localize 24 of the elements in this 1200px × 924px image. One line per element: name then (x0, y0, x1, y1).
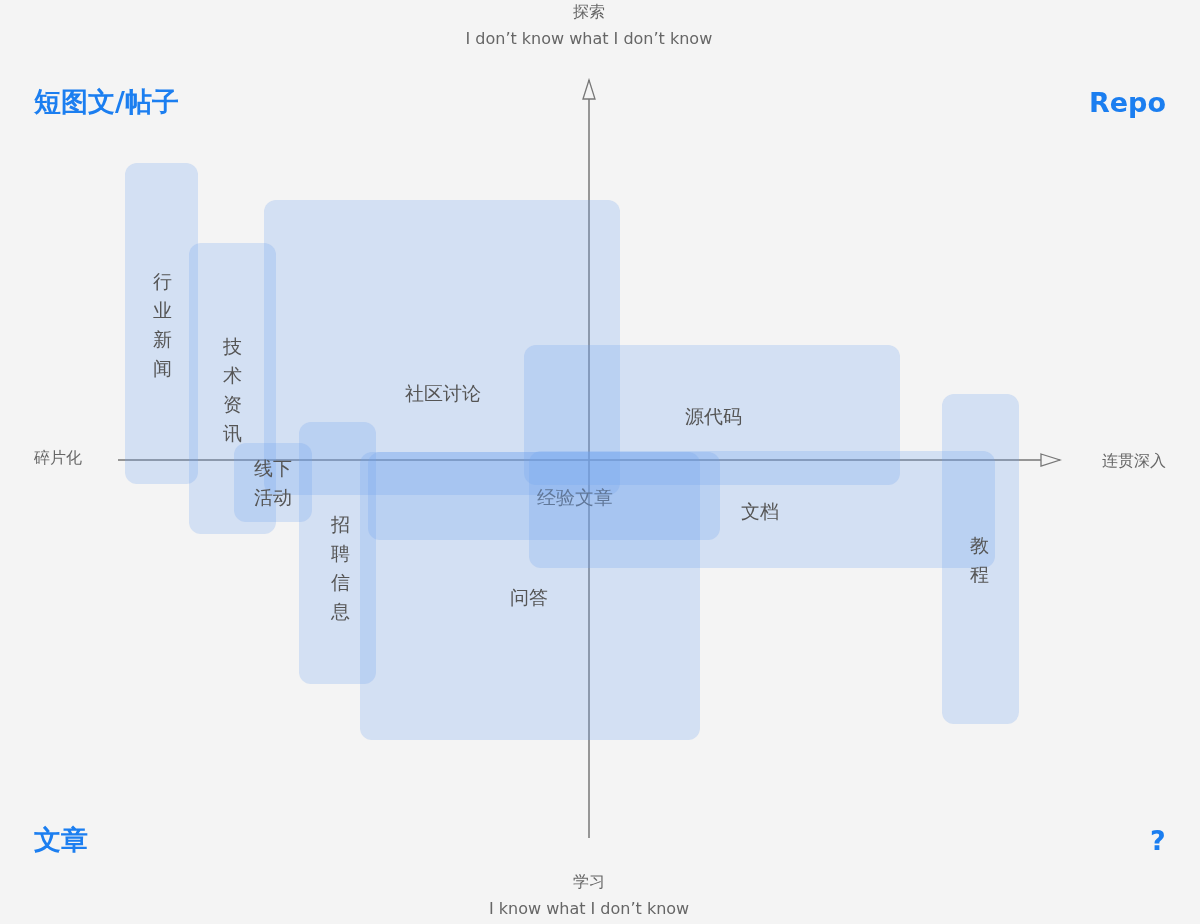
quadrant-label: Repo (1089, 86, 1166, 118)
category-label: 文档 (740, 498, 780, 524)
category-label: 技术资讯 (222, 334, 242, 446)
axis-end-label: 碎片化 (34, 447, 82, 469)
category-region (125, 163, 198, 484)
category-label: 源代码 (683, 403, 743, 429)
quadrant-label: 文章 (34, 823, 88, 857)
axis-subtitle: I know what I don’t know (489, 898, 690, 918)
quadrant-label: ? (1150, 824, 1166, 856)
category-label: 经验文章 (536, 484, 614, 510)
axis-end-label: 连贯深入 (1102, 450, 1166, 472)
axis-subtitle: I don’t know what I don’t know (465, 28, 713, 48)
category-label: 行业新闻 (152, 269, 172, 381)
quadrant-label: 短图文/帖子 (34, 85, 179, 119)
axis-title: 探索 (573, 1, 605, 23)
category-label: 社区讨论 (404, 380, 482, 406)
category-label: 教程 (969, 533, 989, 587)
axis-title: 学习 (573, 871, 605, 893)
category-region (942, 394, 1019, 724)
category-label: 线下活动 (253, 456, 293, 510)
category-region (299, 422, 376, 684)
category-label: 招聘信息 (330, 512, 350, 624)
category-label: 问答 (509, 584, 549, 610)
category-region (360, 452, 700, 740)
